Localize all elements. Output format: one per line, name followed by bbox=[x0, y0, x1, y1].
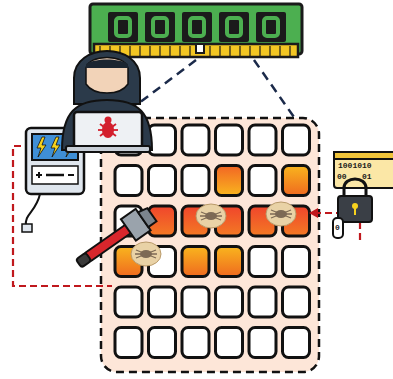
binary-digits: 00 bbox=[337, 172, 347, 181]
binary-digits: 01 bbox=[362, 172, 372, 181]
memory-cell bbox=[115, 166, 142, 196]
memory-cell bbox=[283, 287, 310, 317]
memory-cell bbox=[216, 247, 243, 277]
memory-cells bbox=[115, 125, 310, 358]
memory-array bbox=[101, 118, 319, 372]
memory-cell bbox=[249, 166, 276, 196]
bug-icon bbox=[196, 204, 226, 228]
memory-cell bbox=[283, 247, 310, 277]
memory-cell bbox=[149, 328, 176, 358]
memory-cell bbox=[249, 287, 276, 317]
arrow-head bbox=[309, 208, 318, 218]
memory-cell bbox=[182, 287, 209, 317]
memory-cell bbox=[249, 247, 276, 277]
binary-digits: 0 bbox=[335, 223, 340, 232]
bit-flip-bugs bbox=[131, 202, 296, 266]
memory-cell bbox=[115, 287, 142, 317]
memory-cell bbox=[149, 166, 176, 196]
bug-icon bbox=[266, 202, 296, 226]
hacker bbox=[62, 51, 152, 152]
secret-data-icon bbox=[333, 152, 393, 238]
ram-module bbox=[90, 4, 302, 57]
memory-cell bbox=[216, 125, 243, 155]
memory-cell bbox=[182, 247, 209, 277]
memory-cell bbox=[149, 287, 176, 317]
memory-cell bbox=[249, 125, 276, 155]
bug-icon bbox=[131, 242, 161, 266]
memory-cell bbox=[216, 166, 243, 196]
memory-cell bbox=[283, 166, 310, 196]
memory-cell bbox=[216, 328, 243, 358]
memory-cell bbox=[216, 287, 243, 317]
memory-cell bbox=[283, 328, 310, 358]
memory-cell bbox=[115, 328, 142, 358]
memory-cell bbox=[249, 328, 276, 358]
memory-cell bbox=[283, 125, 310, 155]
memory-cell bbox=[182, 166, 209, 196]
memory-cell bbox=[182, 125, 209, 155]
binary-digits: 1001010 bbox=[338, 161, 372, 170]
memory-cell bbox=[182, 328, 209, 358]
